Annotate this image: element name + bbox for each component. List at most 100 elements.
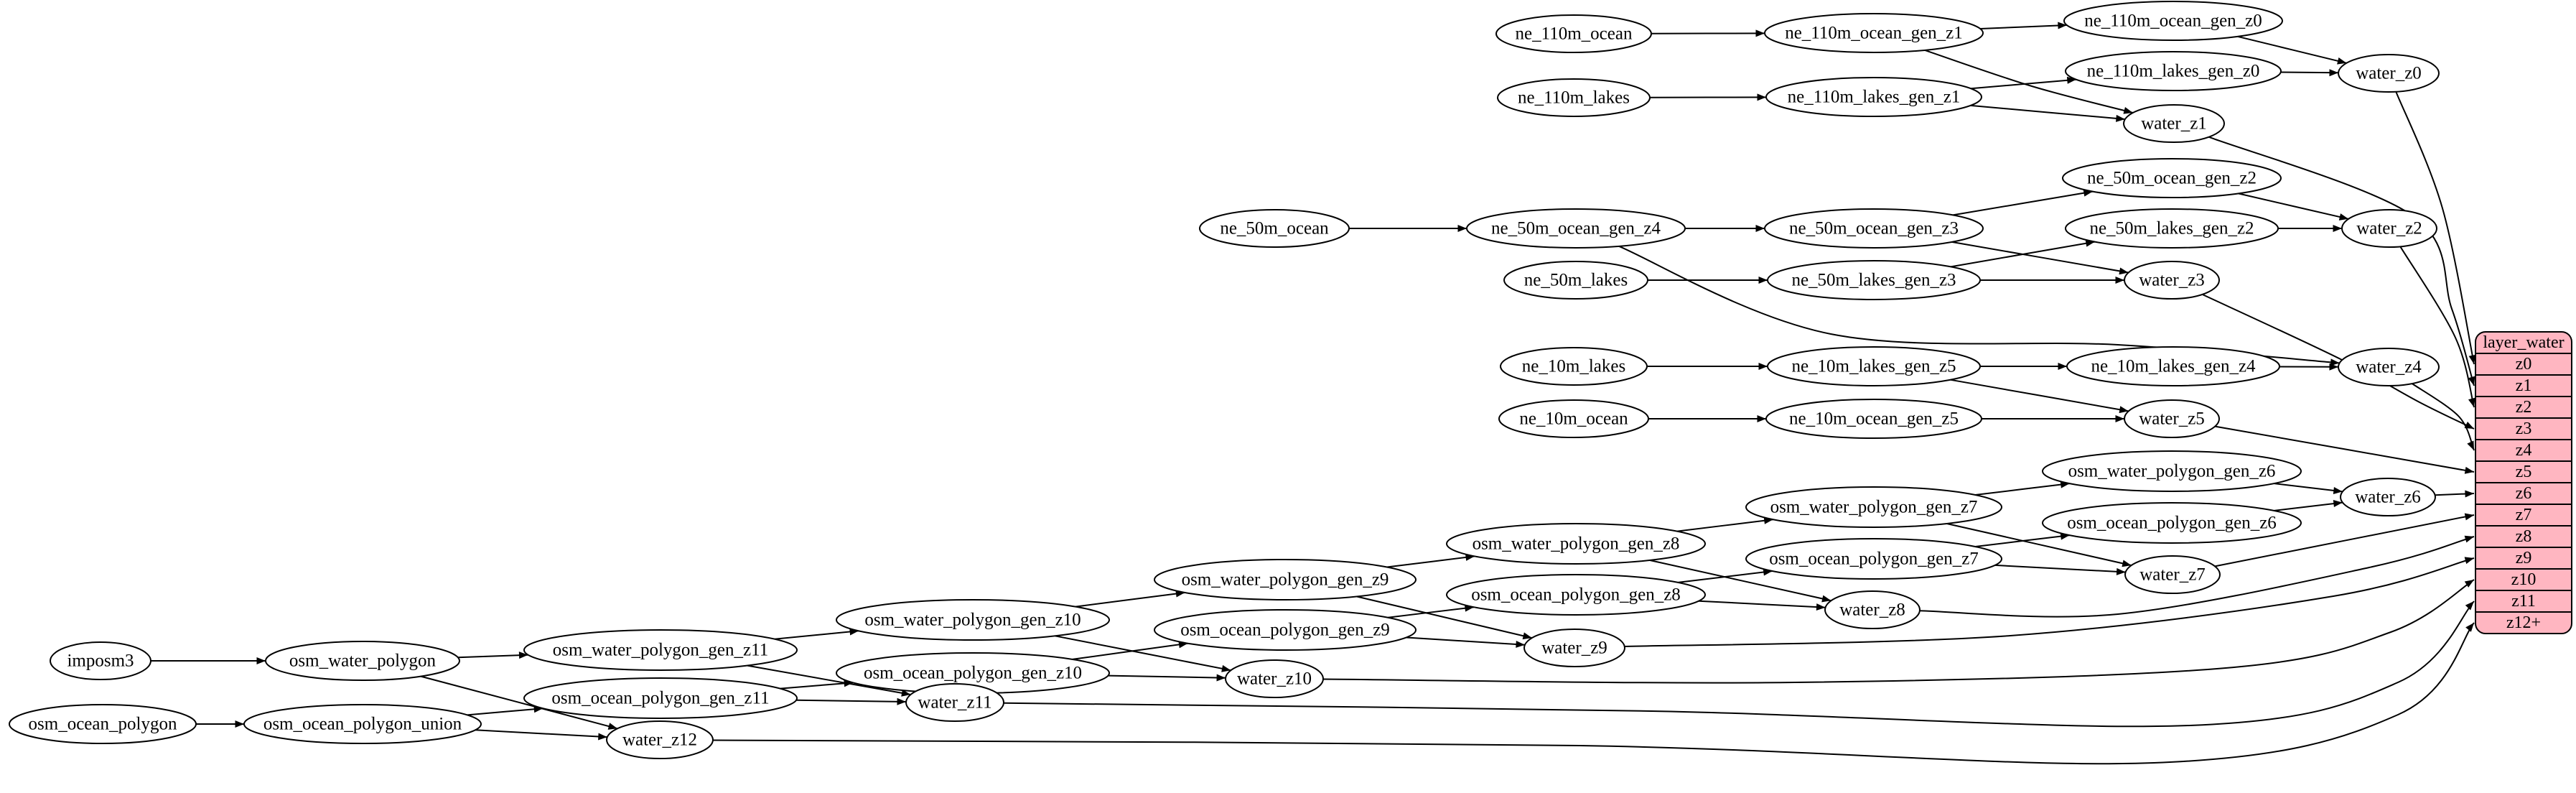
- node-label-water_z8: water_z8: [1839, 600, 1905, 620]
- node-label-ne_50m_ocean_gen_z4: ne_50m_ocean_gen_z4: [1491, 219, 1661, 238]
- node-label-ne_50m_lakes_gen_z3: ne_50m_lakes_gen_z3: [1791, 271, 1956, 290]
- node-osm_water_polygon_gen_z11: osm_water_polygon_gen_z11: [524, 630, 797, 670]
- layer-water-row-z1: z1: [2516, 376, 2532, 395]
- node-ne_110m_ocean: ne_110m_ocean: [1496, 15, 1651, 52]
- node-label-ne_110m_lakes_gen_z0: ne_110m_lakes_gen_z0: [2087, 62, 2260, 81]
- node-label-water_z6: water_z6: [2355, 488, 2421, 507]
- node-label-ne_10m_lakes_gen_z5: ne_10m_lakes_gen_z5: [1791, 357, 1956, 376]
- node-label-ne_110m_ocean: ne_110m_ocean: [1516, 24, 1633, 44]
- node-label-ne_50m_ocean_gen_z2: ne_50m_ocean_gen_z2: [2087, 169, 2257, 188]
- node-ne_110m_ocean_gen_z0: ne_110m_ocean_gen_z0: [2064, 1, 2282, 40]
- node-label-ne_10m_lakes: ne_10m_lakes: [1522, 357, 1625, 376]
- node-label-water_z2: water_z2: [2356, 219, 2422, 238]
- node-label-ne_110m_ocean_gen_z0: ne_110m_ocean_gen_z0: [2084, 11, 2262, 31]
- node-osm_water_polygon_gen_z8: osm_water_polygon_gen_z8: [1447, 524, 1705, 564]
- node-label-ne_110m_lakes_gen_z1: ne_110m_lakes_gen_z1: [1788, 88, 1961, 107]
- node-label-water_z9: water_z9: [1541, 639, 1607, 658]
- node-osm_water_polygon: osm_water_polygon: [266, 641, 459, 680]
- node-label-water_z7: water_z7: [2139, 565, 2206, 585]
- layer-water-row-z4: z4: [2516, 441, 2532, 460]
- node-label-water_z5: water_z5: [2139, 409, 2205, 429]
- node-ne_110m_ocean_gen_z1: ne_110m_ocean_gen_z1: [1765, 14, 1983, 52]
- node-ne_50m_ocean: ne_50m_ocean: [1200, 210, 1349, 247]
- node-water_z9: water_z9: [1524, 629, 1625, 667]
- node-water_z12: water_z12: [607, 721, 713, 759]
- node-label-osm_ocean_polygon_gen_z9: osm_ocean_polygon_gen_z9: [1180, 621, 1390, 640]
- node-water_z1: water_z1: [2124, 105, 2224, 142]
- node-label-water_z1: water_z1: [2141, 114, 2207, 134]
- layer-water-row-z7: z7: [2516, 506, 2532, 524]
- node-imposm3: imposm3: [50, 642, 151, 680]
- node-ne_50m_ocean_gen_z2: ne_50m_ocean_gen_z2: [2063, 159, 2281, 198]
- node-water_z0: water_z0: [2338, 55, 2439, 92]
- node-label-osm_water_polygon_gen_z11: osm_water_polygon_gen_z11: [553, 641, 768, 660]
- node-label-imposm3: imposm3: [67, 651, 134, 671]
- node-label-osm_water_polygon_gen_z7: osm_water_polygon_gen_z7: [1770, 498, 1978, 517]
- node-label-osm_ocean_polygon: osm_ocean_polygon: [29, 715, 177, 734]
- layer-water-row-z12+: z12+: [2506, 613, 2541, 632]
- node-label-ne_110m_lakes: ne_110m_lakes: [1518, 88, 1630, 108]
- layer-water-row-z3: z3: [2516, 419, 2532, 438]
- node-water_z4: water_z4: [2338, 348, 2439, 386]
- node-label-water_z10: water_z10: [1237, 669, 1312, 689]
- node-osm_ocean_polygon: osm_ocean_polygon: [9, 705, 196, 743]
- node-ne_10m_ocean_gen_z5: ne_10m_ocean_gen_z5: [1766, 399, 1982, 438]
- node-osm_ocean_polygon_gen_z6: osm_ocean_polygon_gen_z6: [2043, 503, 2301, 543]
- node-water_z3: water_z3: [2124, 261, 2219, 299]
- node-label-osm_ocean_polygon_gen_z6: osm_ocean_polygon_gen_z6: [2067, 514, 2277, 533]
- layer-water-row-z10: z10: [2511, 570, 2537, 589]
- node-label-osm_water_polygon_gen_z6: osm_water_polygon_gen_z6: [2068, 462, 2276, 481]
- node-ne_10m_lakes: ne_10m_lakes: [1501, 348, 1647, 385]
- node-label-osm_water_polygon_gen_z10: osm_water_polygon_gen_z10: [864, 611, 1081, 630]
- layer-water-row-z0: z0: [2516, 355, 2532, 374]
- node-ne_110m_lakes_gen_z0: ne_110m_lakes_gen_z0: [2066, 52, 2281, 91]
- node-label-ne_50m_ocean: ne_50m_ocean: [1220, 219, 1329, 238]
- node-label-water_z3: water_z3: [2139, 271, 2205, 290]
- node-ne_50m_lakes: ne_50m_lakes: [1504, 261, 1648, 299]
- node-osm_ocean_polygon_gen_z8: osm_ocean_polygon_gen_z8: [1447, 575, 1705, 615]
- node-ne_110m_lakes: ne_110m_lakes: [1498, 79, 1650, 116]
- node-osm_water_polygon_gen_z9: osm_water_polygon_gen_z9: [1154, 560, 1416, 600]
- node-label-osm_ocean_polygon_gen_z11: osm_ocean_polygon_gen_z11: [551, 689, 769, 708]
- node-osm_ocean_polygon_union: osm_ocean_polygon_union: [244, 705, 481, 743]
- node-label-osm_water_polygon_gen_z9: osm_water_polygon_gen_z9: [1182, 570, 1389, 590]
- node-water_z8: water_z8: [1825, 591, 1920, 629]
- layer-water-row-z8: z8: [2516, 527, 2532, 546]
- layer-water-header: layer_water: [2483, 333, 2564, 352]
- node-label-water_z4: water_z4: [2356, 358, 2422, 377]
- node-label-osm_water_polygon: osm_water_polygon: [289, 651, 437, 671]
- node-label-ne_110m_ocean_gen_z1: ne_110m_ocean_gen_z1: [1785, 24, 1963, 43]
- node-water_z10: water_z10: [1226, 660, 1323, 697]
- node-osm_water_polygon_gen_z7: osm_water_polygon_gen_z7: [1746, 487, 2002, 527]
- node-water_z6: water_z6: [2341, 478, 2435, 516]
- node-osm_water_polygon_gen_z10: osm_water_polygon_gen_z10: [836, 600, 1109, 640]
- node-label-osm_ocean_polygon_gen_z8: osm_ocean_polygon_gen_z8: [1471, 585, 1681, 605]
- node-water_z5: water_z5: [2124, 400, 2219, 437]
- node-label-osm_ocean_polygon_union: osm_ocean_polygon_union: [263, 715, 462, 734]
- node-osm_water_polygon_gen_z6: osm_water_polygon_gen_z6: [2043, 451, 2301, 491]
- node-label-osm_water_polygon_gen_z8: osm_water_polygon_gen_z8: [1473, 534, 1680, 554]
- node-label-water_z11: water_z11: [918, 693, 991, 713]
- node-label-water_z0: water_z0: [2356, 64, 2422, 83]
- node-water_z2: water_z2: [2342, 210, 2437, 247]
- node-water_z11: water_z11: [906, 684, 1004, 721]
- node-water_z7: water_z7: [2125, 556, 2220, 593]
- node-label-ne_10m_lakes_gen_z4: ne_10m_lakes_gen_z4: [2091, 357, 2256, 376]
- layer-water-row-z6: z6: [2516, 484, 2532, 503]
- node-label-ne_10m_ocean_gen_z5: ne_10m_ocean_gen_z5: [1789, 409, 1959, 429]
- node-label-ne_50m_lakes_gen_z2: ne_50m_lakes_gen_z2: [2089, 219, 2254, 238]
- layer-water-row-z9: z9: [2516, 549, 2532, 567]
- node-ne_10m_lakes_gen_z5: ne_10m_lakes_gen_z5: [1768, 347, 1980, 386]
- layer-water-row-z11: z11: [2511, 592, 2536, 611]
- node-ne_50m_lakes_gen_z2: ne_50m_lakes_gen_z2: [2066, 209, 2278, 248]
- node-label-osm_ocean_polygon_gen_z7: osm_ocean_polygon_gen_z7: [1769, 549, 1979, 569]
- node-ne_50m_lakes_gen_z3: ne_50m_lakes_gen_z3: [1768, 261, 1980, 300]
- layer-water-row-z2: z2: [2516, 398, 2532, 417]
- node-label-ne_50m_ocean_gen_z3: ne_50m_ocean_gen_z3: [1789, 219, 1959, 238]
- node-osm_ocean_polygon_gen_z11: osm_ocean_polygon_gen_z11: [524, 678, 797, 718]
- node-label-water_z12: water_z12: [622, 731, 697, 750]
- layer-water-table: layer_waterz0z1z2z3z4z5z6z7z8z9z10z11z12…: [2475, 332, 2572, 634]
- node-ne_110m_lakes_gen_z1: ne_110m_lakes_gen_z1: [1766, 78, 1982, 116]
